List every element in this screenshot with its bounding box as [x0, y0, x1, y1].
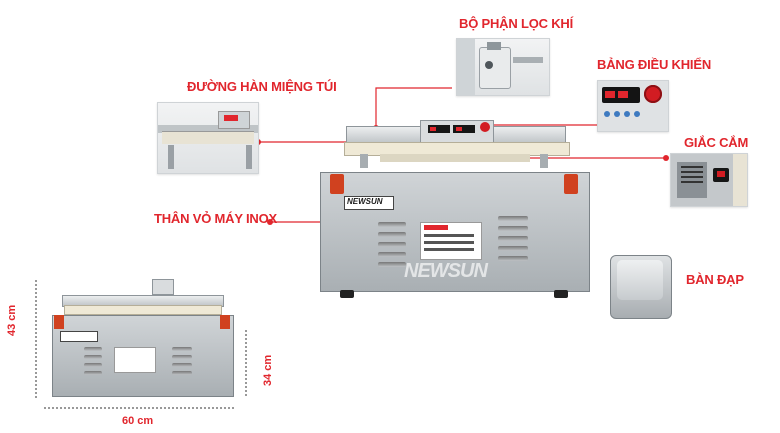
brand-logo: NEWSUN — [347, 197, 383, 206]
foot-left — [340, 290, 354, 298]
brand-plate — [344, 196, 394, 210]
dim-width: 60 cm — [122, 415, 154, 427]
callout-filter: BỘ PHẬN LỌC KHÍ — [459, 16, 574, 31]
foot-pedal — [610, 255, 672, 319]
leader-filter — [375, 87, 452, 128]
dim-height: 43 cm — [6, 304, 18, 336]
callout-pedal: BÀN ĐẠP — [686, 272, 744, 287]
stop-button — [480, 122, 490, 132]
callout-socket: GIẮC CẮM — [684, 135, 749, 150]
display-digit-1 — [605, 91, 615, 98]
main-machine: NEWSUN NEWSUN — [320, 110, 590, 302]
right-clamp — [564, 174, 578, 194]
left-clamp — [330, 174, 344, 194]
callout-seal-line: ĐƯỜNG HÀN MIỆNG TÚI — [187, 79, 337, 94]
socket-photo — [670, 153, 748, 207]
callout-control-panel: BẢNG ĐIỀU KHIỂN — [597, 57, 712, 72]
foot-right — [554, 290, 568, 298]
power-switch — [717, 171, 725, 177]
filter-photo — [456, 38, 550, 96]
emergency-stop-button — [644, 85, 662, 103]
control-panel-photo — [597, 80, 669, 132]
callout-body: THÂN VỎ MÁY INOX — [154, 211, 277, 226]
brand-watermark: NEWSUN — [404, 260, 488, 282]
display-digit-2 — [618, 91, 628, 98]
dim-depth: 34 cm — [262, 354, 274, 386]
dimension-machine — [42, 275, 242, 405]
leader-dot-socket-thumb — [663, 155, 669, 161]
seal-line-photo — [157, 102, 259, 174]
leader-dot-body — [267, 219, 273, 225]
